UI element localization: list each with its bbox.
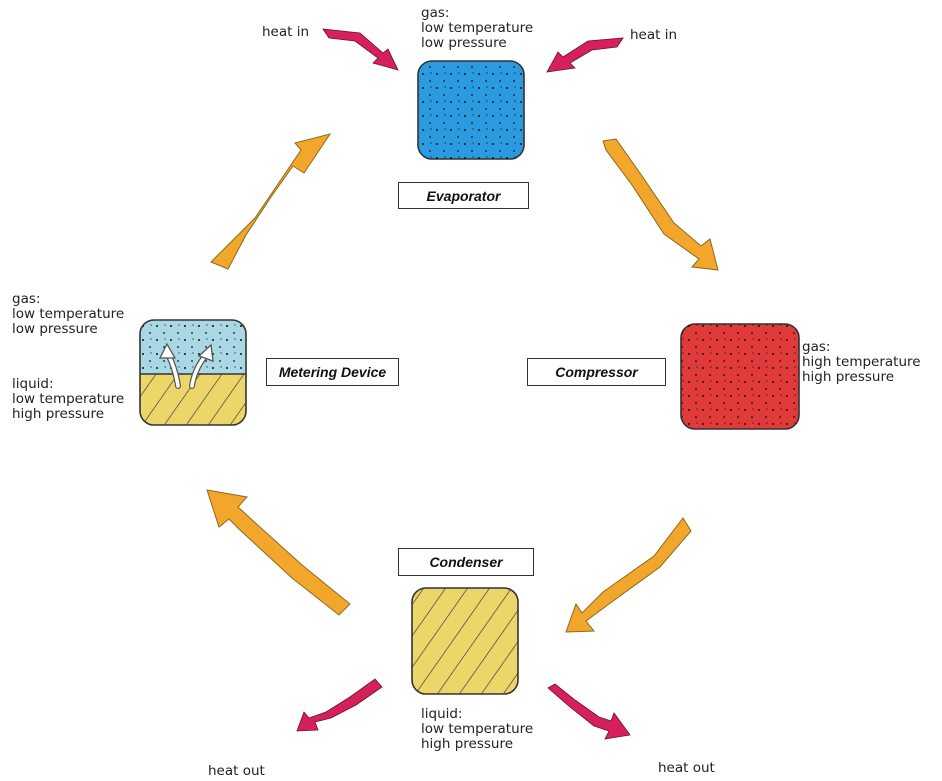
- condenser-state-pressure: high pressure: [421, 736, 514, 752]
- condenser-label: Condenser: [398, 548, 534, 576]
- heat-out-right-label: heat out: [658, 760, 715, 776]
- heat-in-right-label: heat in: [630, 27, 678, 43]
- metering-gas-state-pressure: low pressure: [12, 321, 98, 337]
- compressor-state-pressure: high pressure: [802, 369, 895, 385]
- metering-gas-state-temperature: low temperature: [12, 306, 125, 322]
- compressor-label: Compressor: [527, 358, 666, 386]
- expansion-arrow-right-icon: [197, 343, 214, 362]
- heat-in-left-arrow-icon: [322, 28, 399, 71]
- condenser-box: [411, 587, 519, 695]
- metering-device-box: [139, 319, 247, 426]
- compressor-state-temperature: high temperature: [802, 354, 921, 370]
- evaporator-state-temperature: low temperature: [421, 20, 534, 36]
- evaporator-state-heading: gas:: [421, 5, 450, 21]
- metering-liquid-state-heading: liquid:: [12, 376, 54, 392]
- heat-out-left-arrow-icon: [296, 678, 383, 732]
- metering-liquid-state-temperature: low temperature: [12, 391, 125, 407]
- compressor-state-heading: gas:: [802, 339, 831, 355]
- evaporator-state-pressure: low pressure: [421, 35, 507, 51]
- expansion-arrow-left-icon: [158, 342, 177, 359]
- heat-in-left-label: heat in: [262, 24, 310, 40]
- cycle-arrow-evaporator-to-compressor-icon: [602, 138, 719, 271]
- heat-in-right-arrow-icon: [546, 37, 624, 73]
- condenser-state-heading: liquid:: [421, 706, 463, 722]
- cycle-arrow-compressor-to-condenser-icon: [565, 517, 692, 633]
- evaporator-box: [417, 60, 525, 160]
- cycle-arrow-condenser-to-metering-icon: [206, 489, 351, 616]
- metering-liquid-state-pressure: high pressure: [12, 406, 105, 422]
- compressor-box: [680, 323, 800, 430]
- heat-out-left-label: heat out: [208, 763, 265, 779]
- cycle-arrow-metering-to-evaporator-icon: [210, 133, 332, 270]
- condenser-state-temperature: low temperature: [421, 721, 534, 737]
- metering-gas-state-heading: gas:: [12, 291, 41, 307]
- evaporator-label: Evaporator: [398, 182, 529, 209]
- metering-device-label: Metering Device: [266, 358, 399, 386]
- heat-out-right-arrow-icon: [547, 683, 631, 740]
